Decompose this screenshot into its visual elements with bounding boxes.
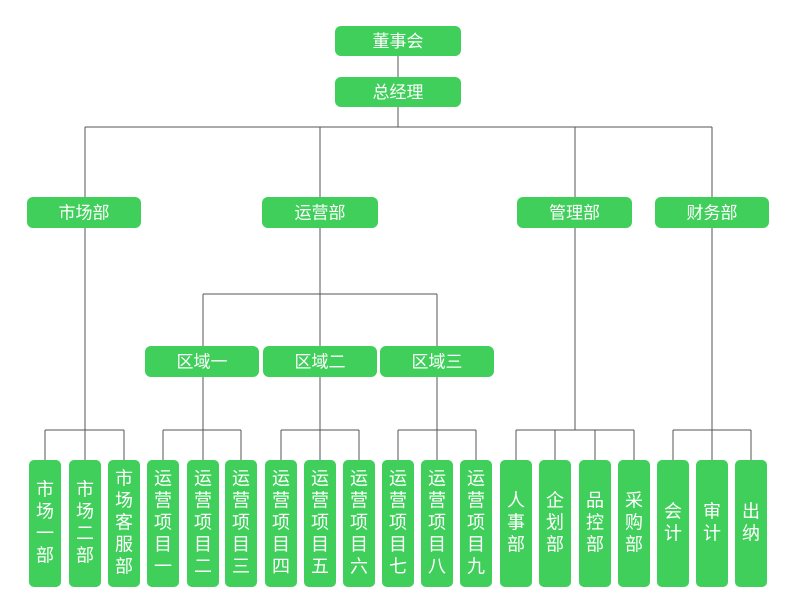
- org-box-label: 运营项目六: [350, 469, 368, 578]
- org-box-gm: 总经理: [335, 77, 461, 107]
- org-box-proj4: 运营项目四: [265, 460, 297, 587]
- org-box-label: 运营项目一: [154, 469, 172, 578]
- org-box-label: 市场一部: [36, 480, 54, 567]
- org-box-label: 运营项目九: [467, 469, 485, 578]
- org-box-hr: 人事部: [500, 460, 532, 587]
- org-box-label: 财务部: [687, 204, 738, 224]
- org-box-label: 市场客服部: [115, 469, 133, 578]
- org-box-qc: 品控部: [579, 460, 611, 587]
- org-box-finance: 财务部: [655, 197, 769, 228]
- org-box-label: 运营项目三: [232, 469, 250, 578]
- org-box-label: 运营部: [295, 204, 346, 224]
- org-box-zone3: 区域三: [380, 346, 494, 377]
- org-box-label: 运营项目五: [311, 469, 329, 578]
- org-box-zone2: 区域二: [263, 346, 377, 377]
- org-box-mgmt: 管理部: [517, 197, 632, 228]
- org-box-proj8: 运营项目八: [421, 460, 453, 587]
- org-box-label: 区域三: [412, 353, 463, 373]
- org-box-board: 董事会: [335, 26, 461, 56]
- org-box-label: 人事部: [507, 491, 525, 556]
- org-box-label: 品控部: [586, 491, 604, 556]
- org-box-label: 总经理: [373, 83, 424, 103]
- org-box-audit: 审计: [696, 460, 728, 587]
- org-box-market2: 市场二部: [69, 460, 101, 587]
- org-box-proj6: 运营项目六: [343, 460, 375, 587]
- org-box-label: 市场二部: [76, 480, 94, 567]
- org-box-label: 运营项目八: [428, 469, 446, 578]
- org-box-proj7: 运营项目七: [382, 460, 414, 587]
- org-box-label: 出纳: [742, 502, 760, 545]
- org-box-cashier: 出纳: [735, 460, 767, 587]
- org-box-label: 市场部: [59, 204, 110, 224]
- org-box-label: 董事会: [373, 32, 424, 52]
- org-box-proj9: 运营项目九: [460, 460, 492, 587]
- org-box-label: 企划部: [546, 491, 564, 556]
- org-box-plan: 企划部: [539, 460, 571, 587]
- org-box-label: 运营项目四: [272, 469, 290, 578]
- org-box-proj5: 运营项目五: [304, 460, 336, 587]
- connector-lines: [44, 55, 752, 460]
- org-box-label: 区域二: [295, 353, 346, 373]
- org-box-zone1: 区域一: [145, 346, 259, 377]
- org-box-label: 管理部: [549, 204, 600, 224]
- org-box-label: 区域一: [177, 353, 228, 373]
- org-box-cs: 市场客服部: [108, 460, 140, 587]
- org-box-label: 审计: [703, 502, 721, 545]
- org-box-purchase: 采购部: [618, 460, 650, 587]
- org-box-label: 采购部: [625, 491, 643, 556]
- org-box-accounting: 会计: [657, 460, 689, 587]
- org-box-ops: 运营部: [262, 197, 378, 228]
- org-box-market: 市场部: [27, 197, 141, 228]
- org-box-label: 运营项目七: [389, 469, 407, 578]
- org-box-market1: 市场一部: [29, 460, 61, 587]
- org-box-proj1: 运营项目一: [147, 460, 179, 587]
- org-box-label: 运营项目二: [194, 469, 212, 578]
- org-box-proj3: 运营项目三: [225, 460, 257, 587]
- org-box-proj2: 运营项目二: [187, 460, 219, 587]
- org-box-label: 会计: [664, 502, 682, 545]
